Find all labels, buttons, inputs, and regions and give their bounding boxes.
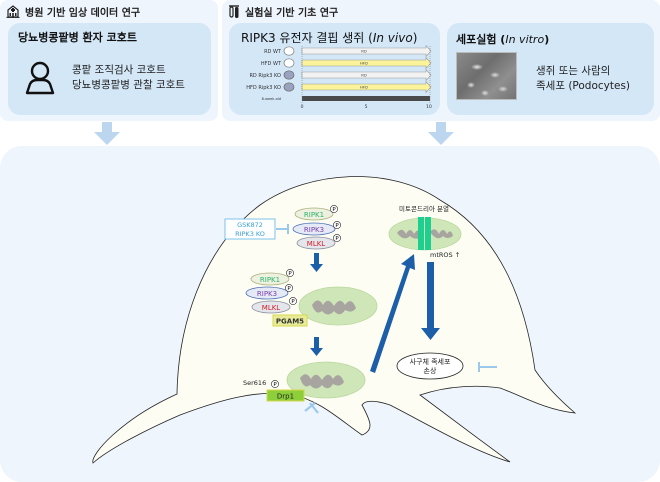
arrow-to-fission — [370, 254, 415, 373]
patient-cohort-card: 당뇨병콩팥병 환자 코호트 콩팥 조직검사 코호트 당뇨병콩팥병 관찰 코호트 — [8, 23, 211, 115]
inhibitor-ripk3-ko: RIPK3 KO — [235, 230, 265, 238]
invitro-card: 세포실험 (In vitro) 생쥐 또는 사람의 족세포 (Podocytes… — [447, 23, 654, 115]
row-label-hfd-wt: HFD WT — [261, 61, 282, 67]
svg-text:RD: RD — [361, 49, 367, 54]
row-label-rd-ko: RD Ripk3 KO — [249, 73, 281, 79]
cohort-card-title: 당뇨병콩팥병 환자 코호트 — [18, 31, 137, 44]
basic-panel-header: 실험실 기반 기초 연구 — [228, 4, 338, 19]
drp1-label: Drp1 — [277, 393, 294, 401]
svg-text:P: P — [332, 207, 336, 213]
svg-text:P: P — [335, 236, 339, 242]
arrow-mito-to-drp1 — [310, 337, 323, 356]
svg-text:RIPK1: RIPK1 — [260, 276, 280, 284]
svg-text:P: P — [291, 299, 295, 305]
invitro-description: 생쥐 또는 사람의 족세포 (Podocytes) — [536, 64, 630, 94]
invitro-title-text: 세포실험 ( — [456, 33, 506, 46]
injury-line-1: 사구체 족세포 — [410, 357, 451, 366]
down-arrow-left — [94, 122, 120, 145]
invivo-title-italic: In vivo — [372, 31, 413, 45]
inhibit-injury — [478, 362, 497, 372]
podocyte-injury-node — [396, 352, 464, 380]
inhibitor-box — [224, 218, 276, 240]
invitro-line-1: 생쥐 또는 사람의 — [536, 65, 611, 77]
svg-text:MLKL: MLKL — [262, 304, 281, 312]
dividing-mitochondrion — [388, 217, 462, 251]
mouse-icon-ko-1 — [283, 70, 295, 80]
svg-text:RIPK1: RIPK1 — [304, 211, 324, 219]
podocyte-micrograph — [456, 52, 517, 100]
svg-text:HFD: HFD — [360, 61, 368, 66]
pathway-diagram: GSK872 RIPK3 KO RIPK1 RIPK3 MLKL P P P R… — [92, 176, 577, 464]
svg-text:HFD: HFD — [360, 85, 368, 90]
clinical-panel-header: 병원 기반 임상 데이터 연구 — [6, 4, 140, 19]
bar-rd-ko — [301, 68, 432, 82]
invivo-title-end: ) — [412, 31, 418, 45]
pgam5-label: PGAM5 — [276, 318, 304, 326]
x-tick-0: 0 — [301, 104, 304, 110]
cohort-line-observation: 당뇨병콩팥병 관찰 코호트 — [72, 79, 185, 91]
row-label-hfd-ko: HFD Ripk3 KO — [246, 85, 281, 91]
injury-line-2: 손상 — [424, 366, 437, 375]
svg-text:P: P — [287, 286, 291, 292]
invivo-title-text: RIPK3 유전자 결핍 생쥐 ( — [241, 31, 373, 45]
basic-panel-title: 실험실 기반 기초 연구 — [245, 8, 339, 19]
mouse-icon-wt-2 — [283, 58, 295, 68]
hospital-icon — [6, 5, 20, 18]
mitochondrion-2 — [286, 361, 366, 399]
invivo-card-title: RIPK3 유전자 결핍 생쥐 (In vivo) — [241, 29, 417, 46]
svg-text:RIPK3: RIPK3 — [257, 290, 277, 298]
clinical-research-panel: 병원 기반 임상 데이터 연구 당뇨병콩팥병 환자 코호트 콩팥 조직검사 코호… — [0, 0, 218, 121]
clinical-panel-title: 병원 기반 임상 데이터 연구 — [25, 8, 141, 19]
bar-8week — [302, 96, 430, 101]
invitro-title-italic: In vitro — [505, 33, 545, 46]
arrow-to-injury — [421, 262, 440, 340]
row-label-8week: 8-week-old — [262, 97, 281, 101]
svg-text:P: P — [288, 271, 292, 277]
svg-text:RD: RD — [361, 73, 367, 78]
invivo-card: RIPK3 유전자 결핍 생쥐 (In vivo) RD WT HFD WT R… — [229, 23, 440, 115]
cohort-list: 콩팥 조직검사 코호트 당뇨병콩팥병 관찰 코호트 — [72, 63, 185, 93]
row-label-rd-wt: RD WT — [264, 49, 282, 55]
cohort-line-biopsy: 콩팥 조직검사 코호트 — [72, 64, 166, 76]
mitochondrion-1 — [298, 286, 378, 326]
necrosome-complex-2: RIPK1 RIPK3 MLKL P P P — [245, 269, 297, 314]
inhibit-drp1 — [304, 402, 319, 414]
x-tick-5: 5 — [365, 104, 368, 110]
arrow-complex-to-mito — [310, 253, 323, 272]
bar-hfd-wt — [301, 56, 432, 70]
down-arrow-right — [428, 122, 454, 145]
mouse-icon-ko-2 — [283, 82, 295, 92]
invitro-card-title: 세포실험 (In vitro) — [456, 31, 549, 47]
inhibitor-gsk872: GSK872 — [237, 221, 263, 229]
svg-text:P: P — [335, 223, 339, 229]
necrosome-complex-1: RIPK1 RIPK3 MLKL P P P — [292, 205, 341, 250]
pgam5-box — [272, 314, 308, 327]
invitro-title-end: ) — [544, 33, 550, 46]
svg-text:P: P — [273, 382, 277, 388]
test-tube-icon — [229, 4, 239, 18]
drp1-box — [266, 389, 305, 402]
person-icon — [25, 61, 55, 95]
svg-text:RIPK3: RIPK3 — [304, 226, 324, 234]
mtros-label: mtROS ↑ — [430, 251, 460, 259]
mouse-icon-wt-1 — [283, 46, 295, 56]
bar-hfd-ko — [301, 80, 432, 94]
invitro-line-2: 족세포 (Podocytes) — [536, 80, 631, 92]
ser616-label: Ser616 — [243, 379, 266, 387]
podocyte-pathway-panel: GSK872 RIPK3 KO RIPK1 RIPK3 MLKL P P P R… — [0, 146, 660, 482]
bar-rd-wt — [301, 45, 432, 58]
fission-label: 미토콘드리아 분열 — [399, 204, 449, 213]
x-tick-10: 10 — [426, 104, 432, 110]
basic-research-panel: 실험실 기반 기초 연구 RIPK3 유전자 결핍 생쥐 (In vivo) R… — [222, 0, 660, 121]
svg-text:MLKL: MLKL — [307, 240, 326, 248]
diet-timeline-chart: RD WT HFD WT RD Ripk3 KO HFD Ripk3 KO 8-… — [246, 45, 432, 110]
